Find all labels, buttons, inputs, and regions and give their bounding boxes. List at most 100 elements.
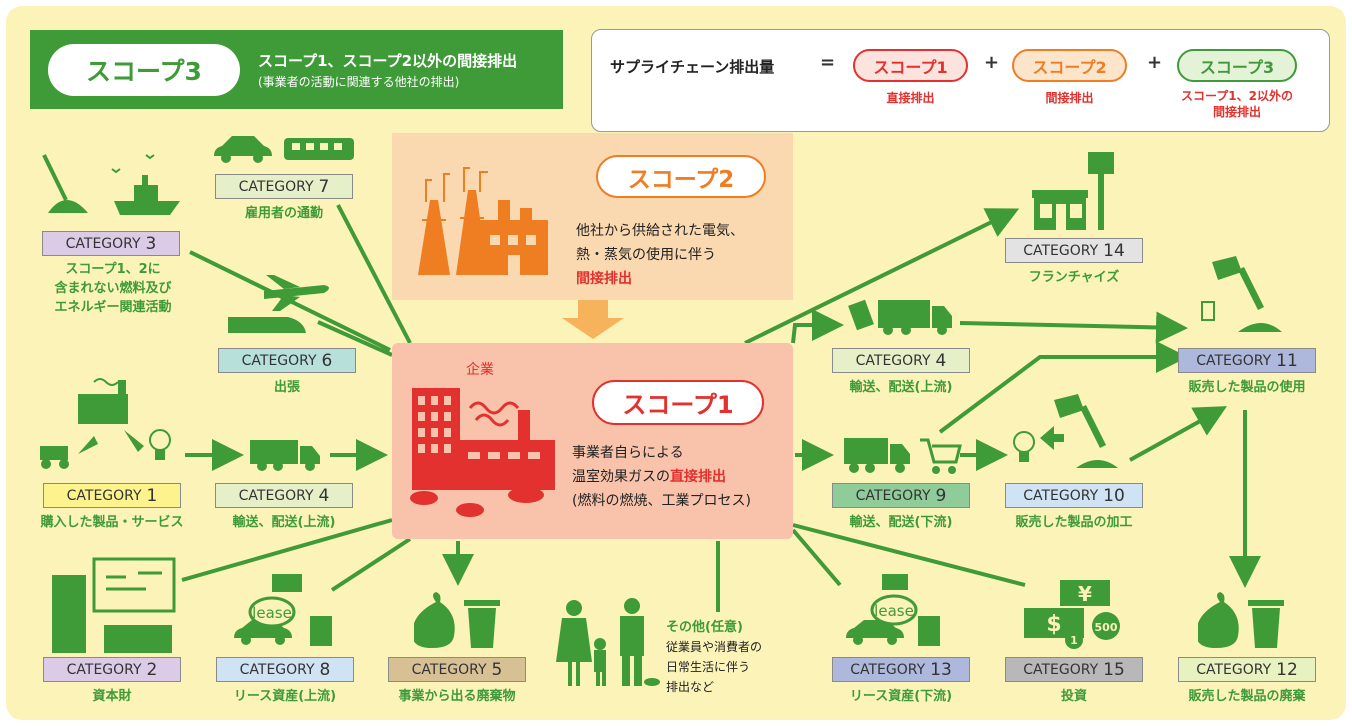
mining-ship-icon <box>42 154 180 215</box>
line-c10-c11 <box>1129 406 1227 462</box>
formula-plus-2: + <box>1147 52 1163 73</box>
category-word: CATEGORY <box>65 235 141 252</box>
label-line: スコープ1、2に <box>65 262 161 277</box>
lease-upstream-icon: lease <box>234 574 332 646</box>
scope2-line2: 熱・蒸気の使用に伴う <box>576 247 716 263</box>
scope3-pill: スコープ3 <box>48 44 240 96</box>
line-c9-c11 <box>938 341 1188 434</box>
scope1-line2-highlight: 直接排出 <box>670 469 726 485</box>
factory-icon <box>410 388 555 517</box>
label-category-9: 輸送、配送(下流) <box>849 515 953 530</box>
category-number: 15 <box>1103 659 1125 680</box>
plane-train-icon <box>228 275 329 333</box>
label-category-13: リース資産(下流) <box>849 689 953 704</box>
line-c14 <box>744 208 1020 345</box>
waste-icon <box>414 592 500 648</box>
category-word: CATEGORY <box>1023 661 1099 678</box>
category-word: CATEGORY <box>66 487 142 504</box>
label-category-6: 出張 <box>273 380 300 395</box>
category-word: CATEGORY <box>855 352 931 369</box>
category-number: 9 <box>935 485 947 506</box>
label-line: 含まれない燃料及び <box>54 281 172 296</box>
factory-cycle-icon <box>40 378 171 469</box>
label-line: エネルギー関連活動 <box>54 300 172 315</box>
category-word: CATEGORY <box>241 352 317 369</box>
formula-scope2-pill: スコープ2 <box>1012 49 1127 82</box>
label-category-15: 投資 <box>1060 689 1087 704</box>
scope3-title: スコープ1、スコープ2以外の間接排出 <box>258 52 518 70</box>
scope3-header: スコープ3 スコープ1、スコープ2以外の間接排出 (事業者の活動に関連する他社の… <box>30 30 563 109</box>
company-label: 企業 <box>466 362 494 378</box>
category-number: 2 <box>146 659 158 680</box>
other-line1: 従業員や消費者の <box>666 640 763 654</box>
category-number: 3 <box>145 233 157 254</box>
dollar-symbol: $ <box>1046 612 1061 637</box>
scope2-line1: 他社から供給された電気、 <box>576 223 744 239</box>
label-category-7: 雇用者の通勤 <box>244 206 323 221</box>
other-line3: 排出など <box>666 680 715 694</box>
category-word: CATEGORY <box>1023 242 1099 259</box>
formula-scope2-sub: 間接排出 <box>1045 91 1094 105</box>
processing-icon <box>1013 394 1118 468</box>
lease-text-up: lease <box>252 604 292 622</box>
category-number: 8 <box>319 659 331 680</box>
scope1-line2: 温室効果ガスの直接排出 <box>572 466 726 486</box>
franchise-store-icon <box>1032 152 1114 230</box>
category-word: CATEGORY <box>66 661 142 678</box>
formula-equals: = <box>820 52 836 73</box>
label-category-14: フランチャイズ <box>1028 270 1120 285</box>
formula-plus-1: + <box>984 52 1000 73</box>
scope2-pill: スコープ2 <box>596 155 766 198</box>
label-category-2: 資本財 <box>92 689 132 704</box>
label-category-1: 購入した製品・サービス <box>40 515 184 530</box>
supply-chain-formula: サプライチェーン排出量 = スコープ1 直接排出 + スコープ2 間接排出 + … <box>591 29 1330 132</box>
category-number: 5 <box>491 659 503 680</box>
line-c8-up <box>330 537 412 592</box>
scope3-subtitle: (事業者の活動に関連する他社の排出) <box>258 75 460 89</box>
category-word: CATEGORY <box>855 487 931 504</box>
category-number: 4 <box>935 350 947 371</box>
scope2-line3: 間接排出 <box>576 271 632 287</box>
truck-icon <box>250 440 320 471</box>
other-title: その他(任意) <box>666 620 743 635</box>
category-word: CATEGORY <box>1196 661 1272 678</box>
category-number: 12 <box>1276 659 1298 680</box>
category-number: 11 <box>1276 350 1298 371</box>
line-c13 <box>791 528 842 587</box>
line-c2-up <box>181 518 393 582</box>
line-c7 <box>336 204 412 344</box>
category-word: CATEGORY <box>238 178 314 195</box>
building-plan-icon <box>52 557 176 653</box>
category-word: CATEGORY <box>850 661 926 678</box>
coin-1-text: 1 <box>1070 634 1078 647</box>
car-train-icon <box>214 136 354 163</box>
investment-money-icon: ¥ $ 500 1 <box>1024 580 1120 649</box>
category-number: 1 <box>146 485 158 506</box>
label-category-4-left: 輸送、配送(上流) <box>232 515 336 530</box>
tag-truck-icon <box>848 299 952 335</box>
line-c6 <box>317 320 393 357</box>
formula-scope3-sub2: 間接排出 <box>1212 105 1261 119</box>
label-category-3: スコープ1、2に 含まれない燃料及び エネルギー関連活動 <box>18 260 208 317</box>
scope1-pill: スコープ1 <box>592 380 764 425</box>
formula-scope3-sub1: スコープ1、2以外の <box>1181 89 1293 103</box>
label-category-11: 販売した製品の使用 <box>1188 380 1306 395</box>
category-word: CATEGORY <box>1196 352 1272 369</box>
label-category-8: リース資産(上流) <box>233 689 337 704</box>
lease-text-down: lease <box>874 602 914 620</box>
category-number: 13 <box>930 659 952 680</box>
yen-symbol: ¥ <box>1078 582 1092 606</box>
